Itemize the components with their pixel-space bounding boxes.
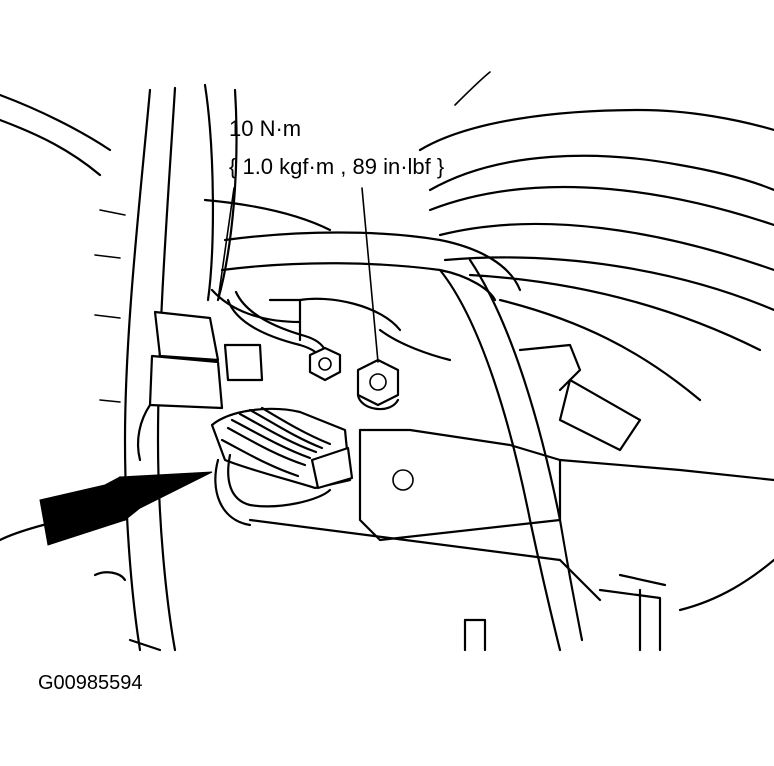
vertical-hose: [123, 83, 238, 652]
bottom-features: [93, 571, 487, 652]
curved-hose: [438, 258, 584, 652]
ground-wire: [226, 290, 327, 360]
bolt-right: [356, 358, 400, 411]
background-curves: [418, 71, 774, 402]
hose-clamp: [136, 310, 224, 462]
figure-id: G00985594: [38, 672, 143, 694]
arrow-icon: [39, 471, 213, 546]
horizontal-hose: [203, 198, 522, 302]
left-lines: [0, 93, 126, 542]
lower-right-box: [598, 558, 774, 652]
mount-bracket: [210, 288, 774, 602]
bolt-left: [308, 346, 342, 382]
torque-value-nm: 10 N·m: [229, 116, 302, 141]
torque-leader: [217, 187, 379, 363]
connector: [210, 406, 354, 527]
torque-value-alternate-units: { 1.0 kgf·m , 89 in·lbf }: [229, 154, 445, 179]
